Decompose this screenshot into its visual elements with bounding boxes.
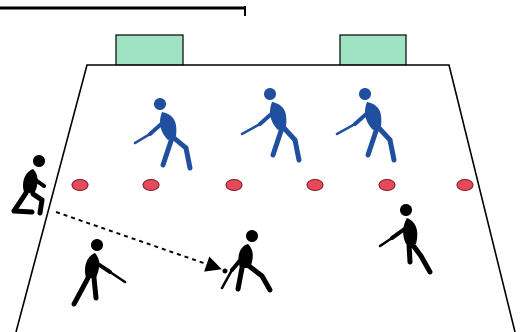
goal-left [115, 34, 184, 66]
player-center [220, 230, 273, 293]
cone-5 [378, 179, 396, 191]
cone-4 [306, 179, 324, 191]
player-left [71, 239, 127, 307]
attacker-1 [133, 98, 193, 171]
cone-2 [142, 179, 160, 191]
attacker-2 [240, 88, 302, 163]
cone-3 [225, 179, 243, 191]
field-outline [15, 64, 516, 332]
attacker-3 [335, 88, 397, 163]
pass-arrow-icon [55, 211, 222, 272]
player-right [378, 204, 433, 275]
goal-right [339, 34, 407, 66]
ball-icon [222, 268, 228, 274]
kneeling-coach-icon [11, 155, 46, 216]
cone-row [71, 179, 474, 191]
cone-1 [71, 179, 89, 191]
cone-6 [456, 179, 474, 191]
top-bar [0, 6, 246, 16]
